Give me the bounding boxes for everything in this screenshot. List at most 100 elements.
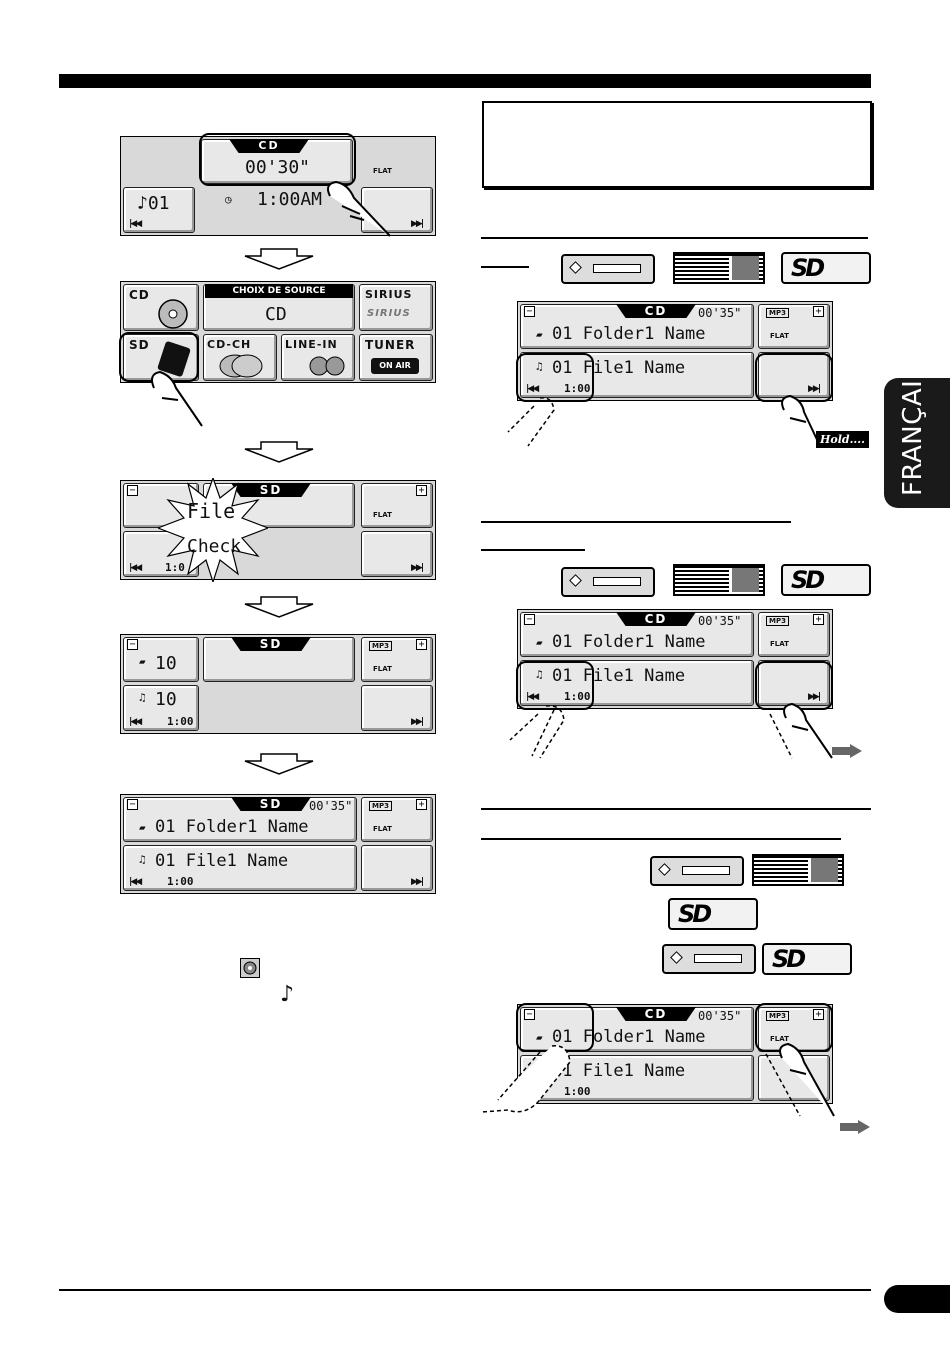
sd-logo-icon: SD (781, 252, 871, 284)
play-time: 1:00 (564, 1085, 591, 1098)
sd-logo-icon: SD (762, 943, 852, 975)
sound-mode: FLAT (770, 332, 789, 340)
source-tab: CD (616, 1007, 696, 1021)
disc-thumb-icon (240, 958, 260, 978)
play-time: 1:00 (167, 715, 194, 728)
sd-logo-icon: SD (668, 898, 758, 930)
disc-icon (158, 299, 188, 329)
file-name: 01 File1 Name (552, 358, 686, 378)
highlight-outline (516, 661, 594, 710)
finger-icon (781, 394, 821, 447)
track-number: ♪01 (137, 193, 170, 214)
section-rule (481, 808, 871, 810)
next-button[interactable] (361, 187, 433, 233)
lcd-screen-sd-count: − ▰ 10 SD MP3 + FLAT ♫ 10 |◀◀ 1:00 ▶▶| (120, 634, 436, 734)
file-name: 01 File1 Name (155, 851, 289, 871)
next-icon: ▶▶| (411, 563, 424, 573)
next-icon: ▶▶| (808, 692, 821, 702)
folder-icon: ▰ (536, 1031, 543, 1044)
prev-icon: |◀◀ (129, 563, 142, 573)
file-name: 01 File1 Name (552, 1061, 686, 1081)
note-box (482, 101, 872, 188)
folder-icon: ▰ (536, 328, 543, 341)
sound-mode: FLAT (373, 167, 392, 175)
lcd-screen-sd-playback: − SD 00'35" ▰ 01 Folder1 Name MP3 + FLAT… (120, 794, 436, 894)
highlight-outline (199, 133, 356, 186)
source-cdch-label: CD-CH (207, 338, 252, 351)
source-linein-label: LINE-IN (285, 338, 338, 351)
folder-icon: ▰ (139, 655, 146, 668)
source-cd-button[interactable] (123, 284, 199, 331)
clock-time: 1:00AM (257, 189, 323, 210)
next-icon: ▶▶| (411, 219, 424, 229)
forward-arrow-icon (840, 1120, 870, 1134)
file-count: 10 (155, 689, 177, 710)
eject-button-icon (561, 567, 655, 597)
source-tab: CD (616, 612, 696, 626)
folder-name: 01 Folder1 Name (155, 817, 309, 837)
plus-icon: + (813, 1009, 824, 1020)
language-tab: FRANÇAIS (884, 363, 950, 508)
elapsed-time: 00'35" (698, 306, 742, 320)
sound-mode: FLAT (373, 511, 392, 519)
source-tab: CD (229, 139, 309, 153)
file-icon: ♫ (536, 360, 543, 373)
prev-button[interactable] (123, 685, 199, 731)
next-button[interactable] (361, 531, 433, 577)
page-number-tab (884, 1285, 950, 1313)
source-tab: CD (616, 304, 696, 318)
source-cd-label: CD (129, 288, 150, 302)
folder-icon: ▰ (536, 636, 543, 649)
top-rule (59, 74, 871, 88)
prev-button[interactable] (123, 187, 195, 233)
disc-changer-icon (219, 354, 263, 378)
folder-name: 01 Folder1 Name (552, 324, 706, 344)
play-time: 1:00 (564, 690, 591, 703)
prev-icon: |◀◀ (526, 384, 539, 394)
file-panel (123, 845, 357, 891)
forward-arrow-icon (832, 744, 862, 758)
eject-button-icon (662, 944, 756, 974)
lcd-screen-cd: CD 00'30" FLAT ♪01 |◀◀ ◷ 1:00AM ▶▶| (120, 136, 436, 236)
lcd-screen-file-check: − SD + FLAT |◀◀ 1:0 ▶▶| (120, 480, 436, 580)
file-panel (520, 352, 754, 398)
down-arrow-icon (244, 441, 314, 463)
minus-icon: − (127, 639, 138, 650)
plus-icon: + (813, 614, 824, 625)
file-icon: ♫ (139, 853, 146, 866)
sound-mode: FLAT (373, 665, 392, 673)
finger-icon (327, 180, 391, 237)
play-time: 1:00 (167, 875, 194, 888)
finger-icon (509, 705, 565, 759)
next-button[interactable] (361, 685, 433, 731)
plus-button[interactable] (758, 612, 830, 657)
plus-icon: + (416, 799, 427, 810)
file-label: File (187, 499, 236, 523)
finger-icon (765, 1042, 835, 1117)
down-arrow-icon (244, 753, 314, 775)
prev-icon: |◀◀ (129, 219, 142, 229)
next-button[interactable] (361, 845, 433, 891)
sound-mode: FLAT (770, 1035, 789, 1043)
minus-icon: − (524, 1009, 535, 1020)
slot-panel-icon (673, 564, 765, 596)
file-panel (520, 660, 754, 706)
section-rule (481, 237, 868, 239)
minus-icon: − (524, 306, 535, 317)
section-rule (481, 838, 841, 840)
plus-icon: + (416, 639, 427, 650)
sirius-logo: SIRIUS (367, 308, 411, 319)
plus-icon: + (813, 306, 824, 317)
source-sirius-button[interactable] (359, 284, 433, 331)
highlight-outline (516, 353, 594, 402)
clock-icon: ◷ (225, 193, 232, 206)
plug-icon (309, 356, 345, 376)
slot-panel-icon (673, 252, 765, 284)
section-rule (481, 549, 585, 551)
flash-burst-icon (158, 478, 268, 582)
on-air-badge: ON AIR (371, 358, 419, 374)
prev-icon: |◀◀ (526, 692, 539, 702)
next-icon: ▶▶| (411, 877, 424, 887)
finger-icon (769, 702, 833, 759)
minus-icon: − (127, 485, 138, 496)
